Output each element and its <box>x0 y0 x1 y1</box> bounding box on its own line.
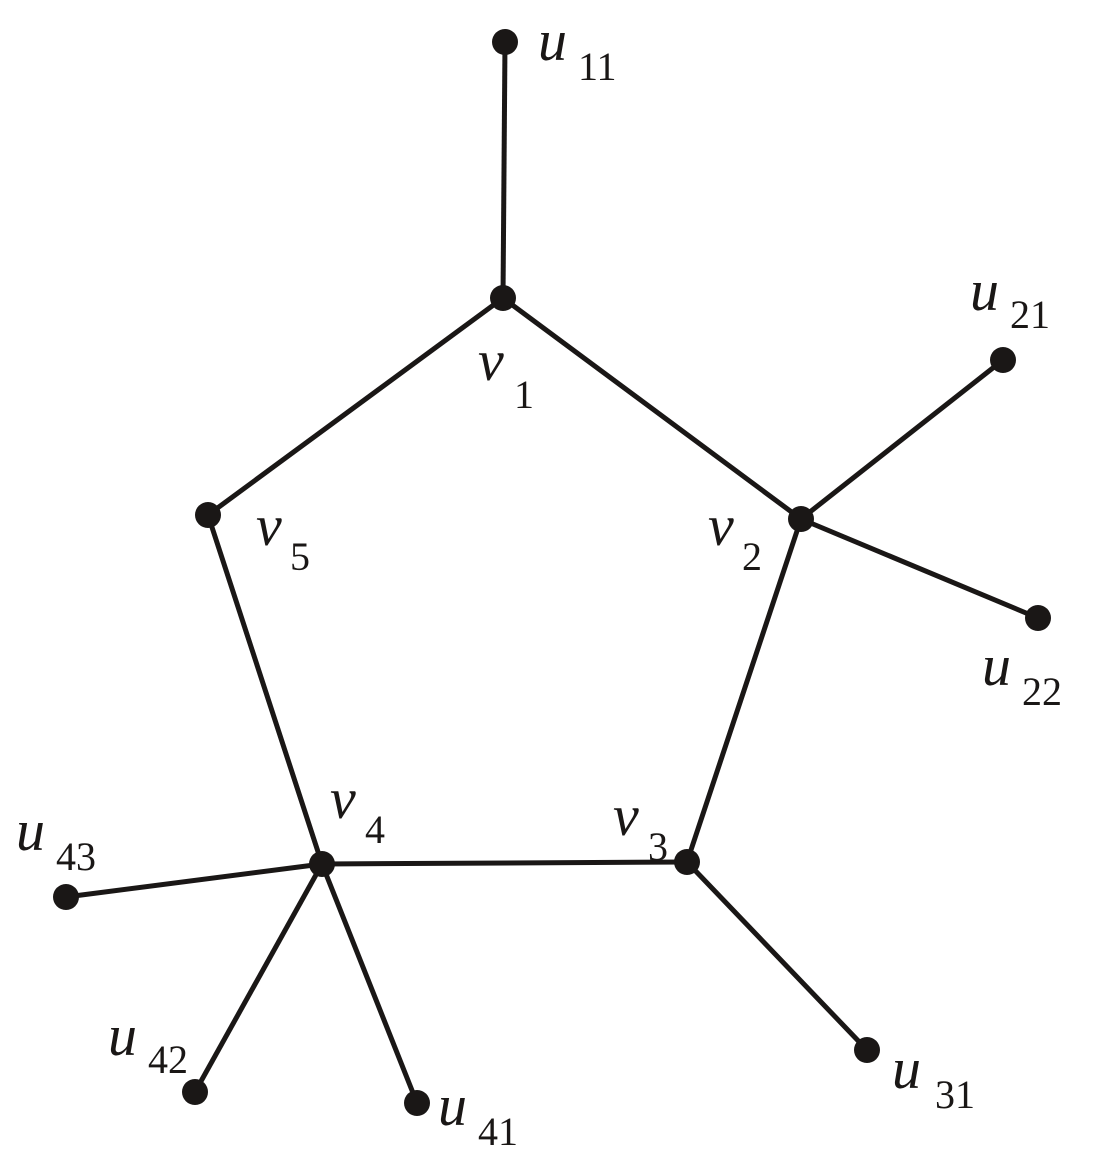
edge-v4-u41 <box>319 863 420 1104</box>
edge-v4-v5 <box>205 514 325 865</box>
edge-v2-u22 <box>800 516 1039 621</box>
label-u41: u <box>438 1073 467 1138</box>
node-v5 <box>195 502 221 528</box>
edge-v4-u42 <box>192 862 325 1094</box>
label-subscript-v4: 4 <box>365 807 385 852</box>
edge-v2-u21 <box>799 358 1005 521</box>
label-v1: v <box>478 328 504 393</box>
node-v2 <box>788 506 814 532</box>
label-u22: u <box>982 633 1011 698</box>
node-u11 <box>492 29 518 55</box>
node-u31 <box>854 1037 880 1063</box>
edge-v4-u43 <box>65 861 323 900</box>
label-subscript-u43: 43 <box>56 834 96 879</box>
label-subscript-u31: 31 <box>935 1072 975 1117</box>
label-subscript-v3: 3 <box>648 824 668 869</box>
node-u21 <box>990 347 1016 373</box>
label-v4: v <box>330 766 356 831</box>
label-subscript-v2: 2 <box>742 534 762 579</box>
label-subscript-u41: 41 <box>478 1109 518 1154</box>
label-u11: u <box>538 8 567 73</box>
edge-v3-v4 <box>321 859 688 867</box>
node-v3 <box>674 849 700 875</box>
node-v4 <box>309 851 335 877</box>
label-u21: u <box>970 258 999 323</box>
label-v3: v <box>613 783 639 848</box>
edge-v5-v1 <box>206 295 505 518</box>
nodes-group <box>53 29 1051 1116</box>
label-subscript-v1: 1 <box>514 372 534 417</box>
node-v1 <box>490 285 516 311</box>
node-u41 <box>404 1090 430 1116</box>
edge-v1-u11 <box>500 41 508 299</box>
label-v2: v <box>708 493 734 558</box>
label-u42: u <box>108 1003 137 1068</box>
node-u22 <box>1025 605 1051 631</box>
label-subscript-u21: 21 <box>1010 292 1050 337</box>
label-subscript-u42: 42 <box>148 1037 188 1082</box>
node-u42 <box>182 1079 208 1105</box>
label-subscript-u11: 11 <box>578 44 617 89</box>
label-subscript-v5: 5 <box>290 534 310 579</box>
label-u43: u <box>16 798 45 863</box>
edge-v2-v3 <box>684 518 804 863</box>
edge-v3-u31 <box>685 860 869 1052</box>
label-u31: u <box>892 1036 921 1101</box>
edges-group <box>65 41 1039 1104</box>
node-u43 <box>53 884 79 910</box>
edge-v1-v2 <box>501 295 803 522</box>
label-subscript-u22: 22 <box>1022 669 1062 714</box>
label-v5: v <box>256 493 282 558</box>
